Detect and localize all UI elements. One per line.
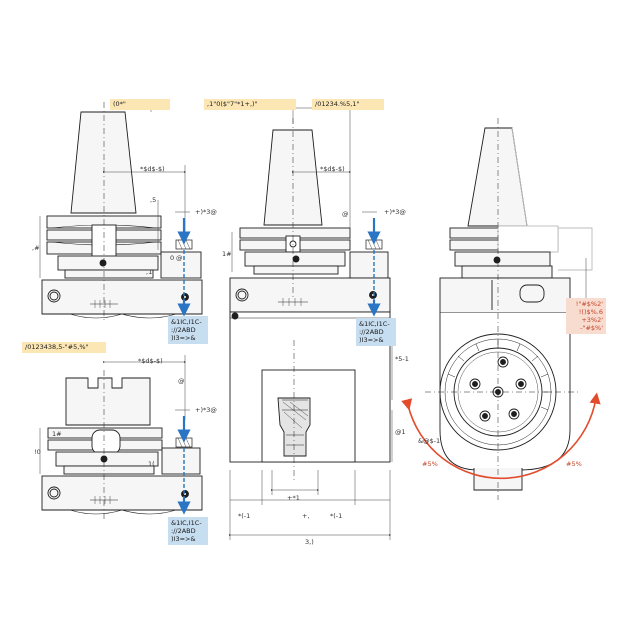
- dim-a: ,#: [32, 244, 40, 252]
- top-label-2: ,1"0($"7"*1+,)": [204, 99, 296, 110]
- dim-b: @: [342, 210, 349, 218]
- coolant-arrows: [175, 218, 383, 515]
- dim-s: 0: [170, 254, 175, 262]
- blue-label-3: &1IC,I1C- ://2ABD )I3=>&: [168, 517, 208, 545]
- dim-d: @: [176, 254, 183, 262]
- dim-plus2: +)*3@: [384, 208, 406, 216]
- taper-shank: [467, 127, 528, 227]
- dim-plus3: +)*3@: [195, 406, 217, 414]
- dim-h: *(-1: [238, 512, 251, 520]
- head-block: [229, 277, 391, 313]
- top-label-3: /01234.%5,1": [312, 99, 384, 110]
- dim-c: 1#: [222, 250, 232, 258]
- dim-i: *(-1: [330, 512, 343, 520]
- view-top-middle: [229, 118, 391, 480]
- dim-m: &@$-1: [418, 437, 441, 445]
- dim-p: !0: [34, 448, 41, 456]
- bottom-left-label: /0123438,5-"#5,%": [22, 342, 106, 353]
- dim-top-mid: *$d$-$): [320, 165, 345, 173]
- head-block: [41, 279, 203, 315]
- dim-l: 3,): [305, 538, 314, 546]
- dim-j: +,: [302, 512, 310, 520]
- dim-o: #5%: [566, 460, 582, 468]
- taper-shank: [263, 129, 323, 226]
- dim-top-left: *$d$-$): [140, 165, 165, 173]
- dim-bottom-left: *$d$-$): [138, 357, 163, 365]
- blue-label-2: &1IC,I1C- ://2ABD )I3=>&: [356, 318, 396, 346]
- top-label-1: (0*": [110, 99, 170, 110]
- head-block: [41, 475, 203, 511]
- dim-f: *5-1: [395, 355, 409, 363]
- dim-k: +*1: [287, 494, 300, 502]
- head-block: [439, 277, 571, 314]
- capto-shank: [65, 377, 151, 426]
- dim-e: @: [178, 377, 185, 385]
- blue-label-1: &1IC,I1C- ://2ABD )I3=>&: [168, 316, 208, 344]
- dim-n: #5%: [422, 460, 438, 468]
- dim-0: ,5: [150, 196, 157, 204]
- view-bottom-left: [41, 370, 203, 520]
- dim-r: 1#: [52, 430, 62, 438]
- dim-t: ,1: [146, 268, 153, 276]
- taper-shank: [70, 111, 137, 214]
- dim-g: @1: [395, 428, 406, 436]
- rotation-arc: [401, 392, 601, 480]
- dim-q: 1(: [148, 460, 155, 468]
- view-right: [425, 118, 593, 500]
- red-label: !"#$%2' !()$%.6 +3%2' -"#$%': [566, 298, 606, 334]
- view-top-left: [41, 102, 203, 322]
- dim-plus1: +)*3@: [195, 208, 217, 216]
